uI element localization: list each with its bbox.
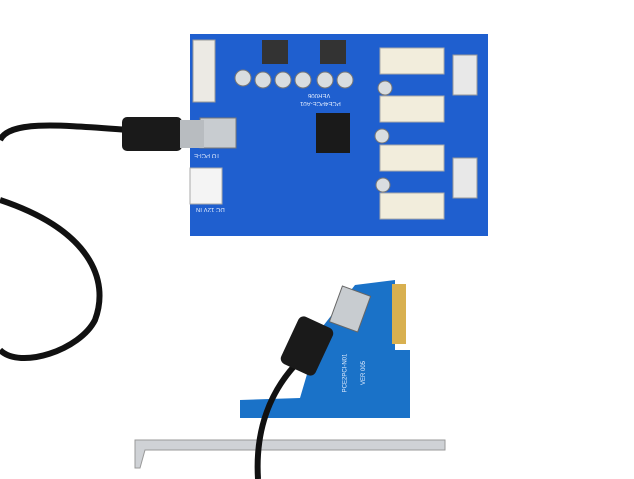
adapter-model-text: PCE2PCI-N01	[342, 353, 349, 393]
power-connector	[189, 167, 223, 205]
usb-plug-main	[122, 117, 182, 151]
gold-contacts	[392, 284, 406, 344]
inductor	[262, 40, 288, 64]
capacitors	[234, 69, 393, 193]
pcie-x1-slots	[379, 47, 445, 220]
usb-cable-main	[0, 122, 131, 361]
molex-connector	[452, 54, 478, 96]
usb-plug-adapter	[328, 285, 372, 333]
molex-connector	[452, 157, 478, 199]
adapter-version-text: VER 005	[361, 360, 368, 386]
port-label: TO PCI-E	[194, 152, 220, 158]
usb-metal-main	[180, 120, 204, 148]
heatsink	[316, 113, 350, 153]
usb-port	[199, 117, 237, 149]
usb-cable-adapter	[254, 357, 303, 479]
sata-connector	[192, 39, 216, 103]
inductor	[320, 40, 346, 64]
board-version-text: VER006	[308, 92, 331, 98]
power-label: DC 12V IN	[196, 206, 225, 212]
usb-plug-adapter-body	[280, 316, 334, 376]
pci-bracket	[134, 439, 446, 469]
board-model-text: PCE4PCE-A01	[300, 100, 341, 106]
